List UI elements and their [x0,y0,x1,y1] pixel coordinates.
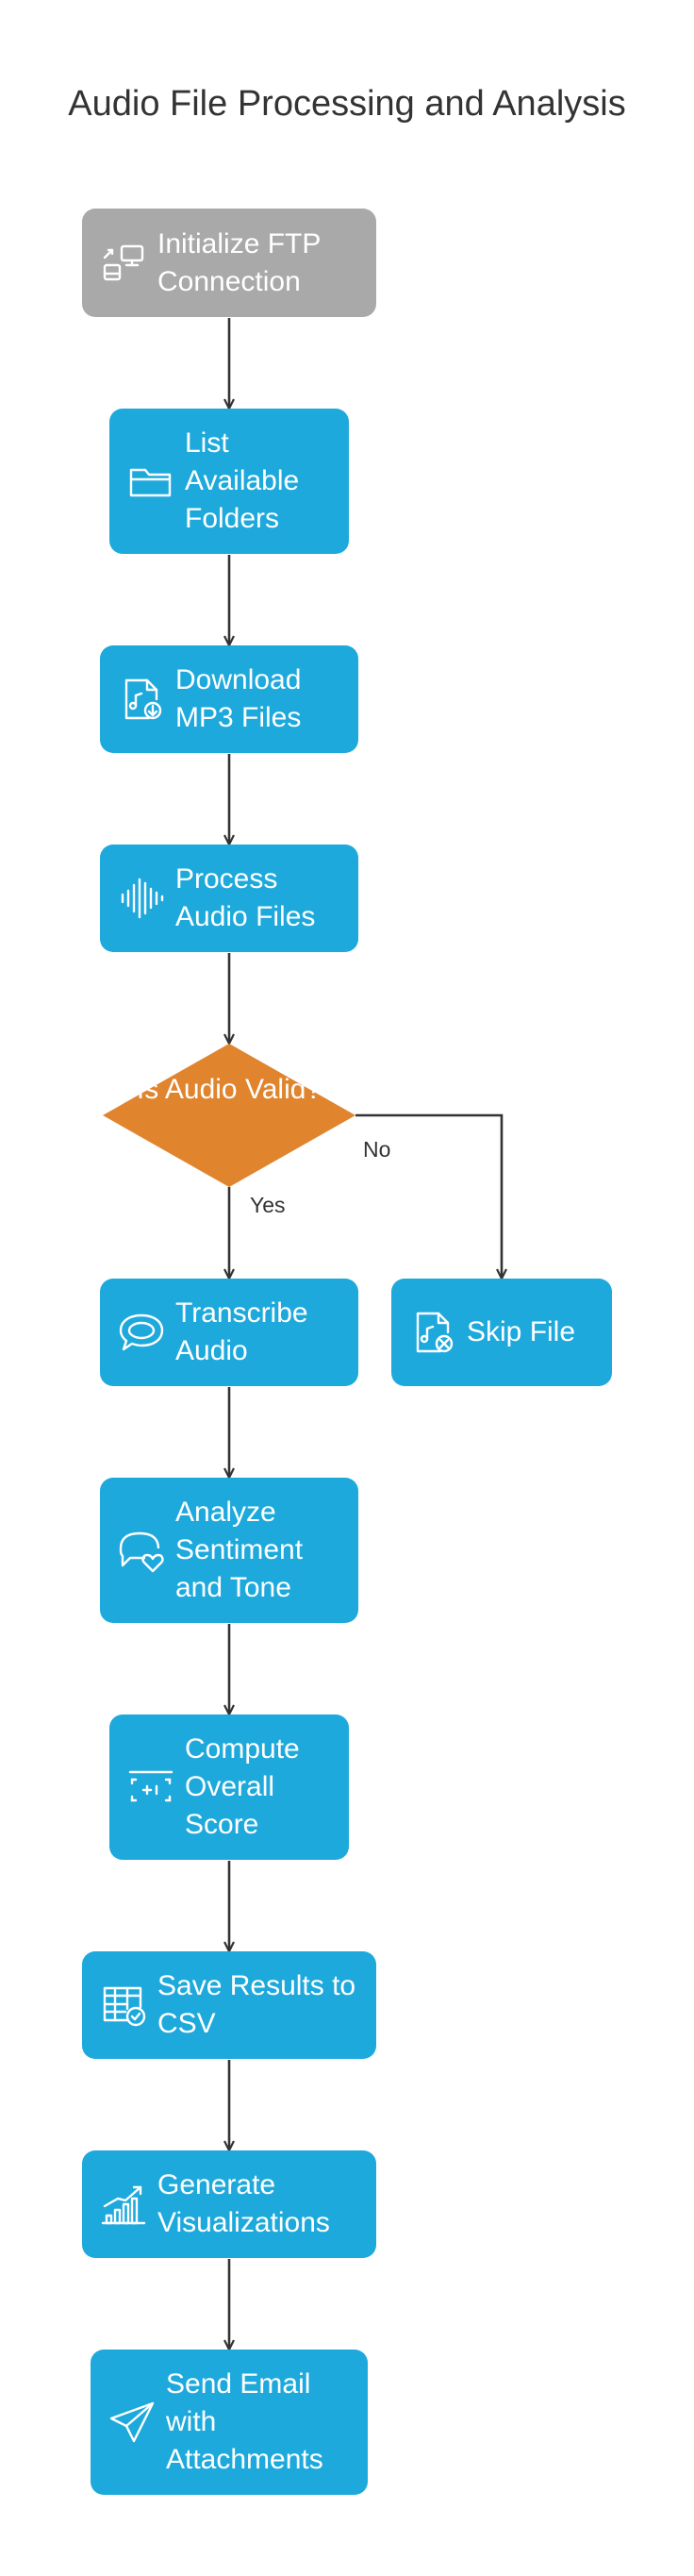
sound-wave-icon [117,874,166,923]
node-skip-file: Skip File [391,1279,612,1386]
node-label: Analyze Sentiment and Tone [175,1497,304,1603]
node-label: Generate Visualizations [157,2169,330,2238]
edge-label-yes: Yes [250,1193,286,1217]
node-label: Process Audio Files [175,863,316,932]
network-computers-icon [99,239,148,288]
chart-growth-icon [99,2180,148,2229]
edge-label-no: No [363,1137,391,1162]
chat-heart-icon [117,1526,166,1575]
node-download-mp3: Download MP3 Files [100,645,358,753]
node-label: Transcribe Audio [175,1297,308,1366]
diagram-title: Audio File Processing and Analysis [68,84,626,124]
table-check-icon [99,1981,148,2030]
node-transcribe-audio: Transcribe Audio [100,1279,358,1386]
paper-plane-icon [107,2398,157,2447]
node-list-folders: List Available Folders [109,409,349,554]
folder-icon [126,457,175,506]
node-label: List Available Folders [185,427,300,534]
node-initialize-ftp: Initialize FTP Connection [82,209,376,317]
node-generate-visualizations: Generate Visualizations [82,2150,376,2258]
decision-label: Is Audio Valid? [136,1074,322,1105]
node-label: Download MP3 Files [175,664,302,733]
music-file-remove-icon [408,1308,457,1357]
node-label: Save Results to CSV [157,1970,356,2039]
calculator-icon [126,1763,175,1812]
node-analyze-sentiment: Analyze Sentiment and Tone [100,1478,358,1623]
node-send-email: Send Email with Attachments [91,2350,368,2495]
node-label: Send Email with Attachments [166,2368,323,2475]
node-process-audio: Process Audio Files [100,845,358,952]
music-file-download-icon [117,675,166,724]
node-save-csv: Save Results to CSV [82,1951,376,2059]
node-label: Skip File [467,1316,576,1347]
decision-diamond [103,1044,355,1187]
speech-bubble-icon [117,1308,166,1357]
node-label: Initialize FTP Connection [157,227,321,297]
node-compute-score: Compute Overall Score [109,1715,349,1860]
arrow-decision-no [355,1113,502,1278]
node-label: Compute Overall Score [185,1733,300,1840]
